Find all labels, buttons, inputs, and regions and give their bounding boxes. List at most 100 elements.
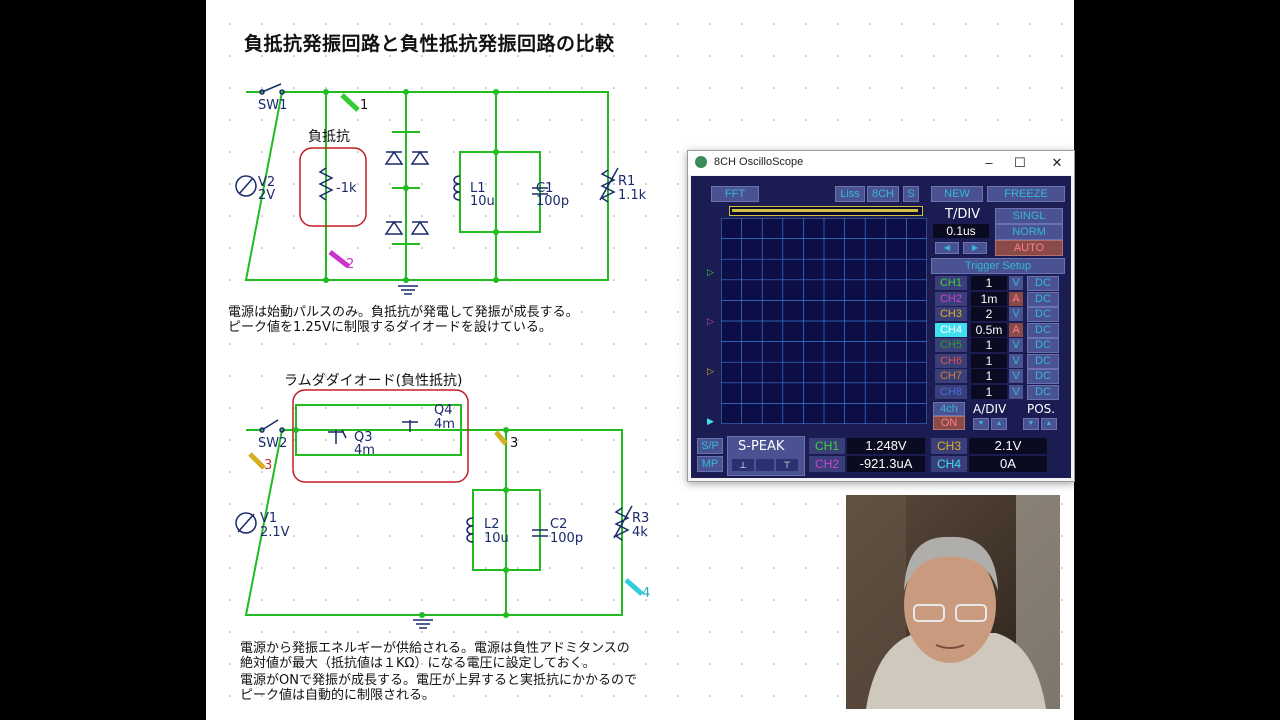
presenter-video	[846, 495, 1060, 709]
channel-unit-toggle[interactable]: V	[1009, 276, 1023, 290]
channel-name[interactable]: CH7	[935, 369, 967, 383]
v2-label: V2	[258, 175, 276, 190]
channel-unit-toggle[interactable]: V	[1009, 307, 1023, 321]
scope-screen	[721, 218, 927, 424]
circuit-diagram	[235, 83, 644, 629]
channel-name[interactable]: CH4	[935, 322, 967, 337]
speak-box[interactable]: S-PEAK ⊥ ⊤	[727, 436, 805, 476]
channel-scale-value[interactable]: 0.5m	[971, 322, 1007, 337]
oscilloscope-window[interactable]: 8CH OscilloScope – ☐ ✕ FFT Liss 8CH S ▷ …	[687, 150, 1075, 482]
lambda-diode-box-label: ラムダダイオード(負性抵抗)	[284, 373, 463, 389]
channel-coupling-button[interactable]: DC	[1027, 322, 1059, 338]
probe3-label-left: 3	[264, 458, 273, 473]
pos-label: POS.	[1027, 402, 1056, 416]
probe2-label: 2	[346, 257, 355, 272]
speak-middle-button[interactable]	[756, 459, 774, 471]
l1-label: L1	[470, 181, 486, 196]
channel-scale-value[interactable]: 1	[971, 369, 1007, 383]
c1-value: 100p	[536, 194, 570, 209]
r1-label: R1	[618, 174, 636, 189]
channel-scale-value[interactable]: 2	[971, 307, 1007, 321]
adiv-down-arrow-icon[interactable]: ▼	[973, 418, 989, 430]
s-button[interactable]: S	[903, 186, 919, 202]
new-button[interactable]: NEW	[931, 186, 983, 202]
pos-up-arrow-icon[interactable]: ▲	[1041, 418, 1057, 430]
channel-coupling-button[interactable]: DC	[1027, 291, 1059, 307]
v1-label: V1	[260, 511, 278, 526]
freeze-button[interactable]: FREEZE	[987, 186, 1065, 202]
adiv-label: A/DIV	[973, 402, 1007, 416]
l2-value: 10u	[484, 531, 509, 546]
probe1-label: 1	[360, 98, 369, 113]
4ch-button[interactable]: 4ch	[933, 402, 965, 416]
q4-label: Q4	[434, 403, 453, 418]
l1-value: 10u	[470, 194, 495, 209]
channel-scale-value[interactable]: 1	[971, 384, 1007, 399]
channel-coupling-button[interactable]: DC	[1027, 369, 1059, 384]
channel-unit-toggle[interactable]: V	[1009, 384, 1023, 399]
sp-button[interactable]: S/P	[697, 438, 723, 454]
mp-button[interactable]: MP	[697, 456, 723, 472]
c2-value: 100p	[550, 531, 584, 546]
singl-button[interactable]: SINGL	[995, 208, 1063, 224]
channel-coupling-button[interactable]: DC	[1027, 384, 1059, 400]
channel-scale-value[interactable]: 1	[971, 276, 1007, 290]
fft-button[interactable]: FFT	[711, 186, 759, 202]
probe3-label-right: 3	[510, 436, 519, 451]
readout-channel: CH3	[931, 438, 967, 454]
minimize-icon[interactable]: –	[985, 155, 993, 170]
channel-unit-toggle[interactable]: V	[1009, 369, 1023, 383]
channel-unit-toggle[interactable]: V	[1009, 353, 1023, 368]
channel-name[interactable]: CH5	[935, 338, 967, 352]
channel-coupling-button[interactable]: DC	[1027, 353, 1059, 369]
channel-unit-toggle[interactable]: A	[1009, 322, 1023, 337]
page-title: 負抵抗発振回路と負性抵抗発振回路の比較	[244, 33, 615, 55]
readout-value: 1.248V	[847, 438, 925, 454]
channel-name[interactable]: CH3	[935, 307, 967, 321]
neg-r-value: -1k	[336, 181, 357, 196]
probe4-label: 4	[642, 586, 651, 601]
maximize-icon[interactable]: ☐	[1014, 155, 1026, 170]
ch2-marker-icon: ▷	[707, 316, 714, 326]
liss-button[interactable]: Liss	[835, 186, 865, 202]
channel-unit-toggle[interactable]: A	[1009, 291, 1023, 306]
v1-value: 2.1V	[260, 525, 290, 540]
8ch-button[interactable]: 8CH	[867, 186, 899, 202]
r1-value: 1.1k	[618, 188, 647, 203]
trigger-setup-button[interactable]: Trigger Setup	[931, 258, 1065, 274]
channel-coupling-button[interactable]: DC	[1027, 307, 1059, 322]
adiv-up-arrow-icon[interactable]: ▲	[991, 418, 1007, 430]
ch3-marker-icon: ▷	[707, 366, 714, 376]
trigger-position-bar[interactable]	[729, 206, 923, 216]
bottom-trigger-icon[interactable]: ⊥	[732, 459, 754, 471]
channel-name[interactable]: CH6	[935, 353, 967, 368]
channel-name[interactable]: CH2	[935, 291, 967, 306]
r3-label: R3	[632, 511, 650, 526]
oscilloscope-panel: FFT Liss 8CH S ▷ ▷ ▷ ▶ NEW FREEZE T/DIV …	[691, 176, 1071, 478]
caption1-line2: ピーク値を1.25Vに制限するダイオードを設けている。	[228, 320, 552, 335]
channel-scale-value[interactable]: 1	[971, 338, 1007, 352]
tdiv-left-arrow-icon[interactable]: ◀	[935, 242, 959, 254]
channel-scale-value[interactable]: 1m	[971, 291, 1007, 306]
tdiv-right-arrow-icon[interactable]: ▶	[963, 242, 987, 254]
auto-button[interactable]: AUTO	[995, 240, 1063, 256]
app-icon	[695, 156, 707, 168]
channel-coupling-button[interactable]: DC	[1027, 276, 1059, 291]
on-button[interactable]: ON	[933, 416, 965, 430]
sw2-label: SW2	[258, 436, 288, 451]
channel-name[interactable]: CH1	[935, 276, 967, 290]
ch4-marker-icon: ▶	[707, 416, 714, 426]
channel-coupling-button[interactable]: DC	[1027, 338, 1059, 353]
pos-down-arrow-icon[interactable]: ▼	[1023, 418, 1039, 430]
close-icon[interactable]: ✕	[1051, 155, 1063, 170]
ch1-marker-icon: ▷	[707, 267, 714, 277]
channel-scale-value[interactable]: 1	[971, 353, 1007, 368]
tdiv-value[interactable]: 0.1us	[933, 224, 989, 238]
readout-channel: CH4	[931, 456, 967, 472]
oscilloscope-titlebar[interactable]: 8CH OscilloScope – ☐ ✕	[688, 151, 1074, 175]
norm-button[interactable]: NORM	[995, 224, 1063, 240]
channel-name[interactable]: CH8	[935, 384, 967, 399]
tdiv-label: T/DIV	[945, 207, 981, 222]
channel-unit-toggle[interactable]: V	[1009, 338, 1023, 352]
top-trigger-icon[interactable]: ⊤	[776, 459, 798, 471]
